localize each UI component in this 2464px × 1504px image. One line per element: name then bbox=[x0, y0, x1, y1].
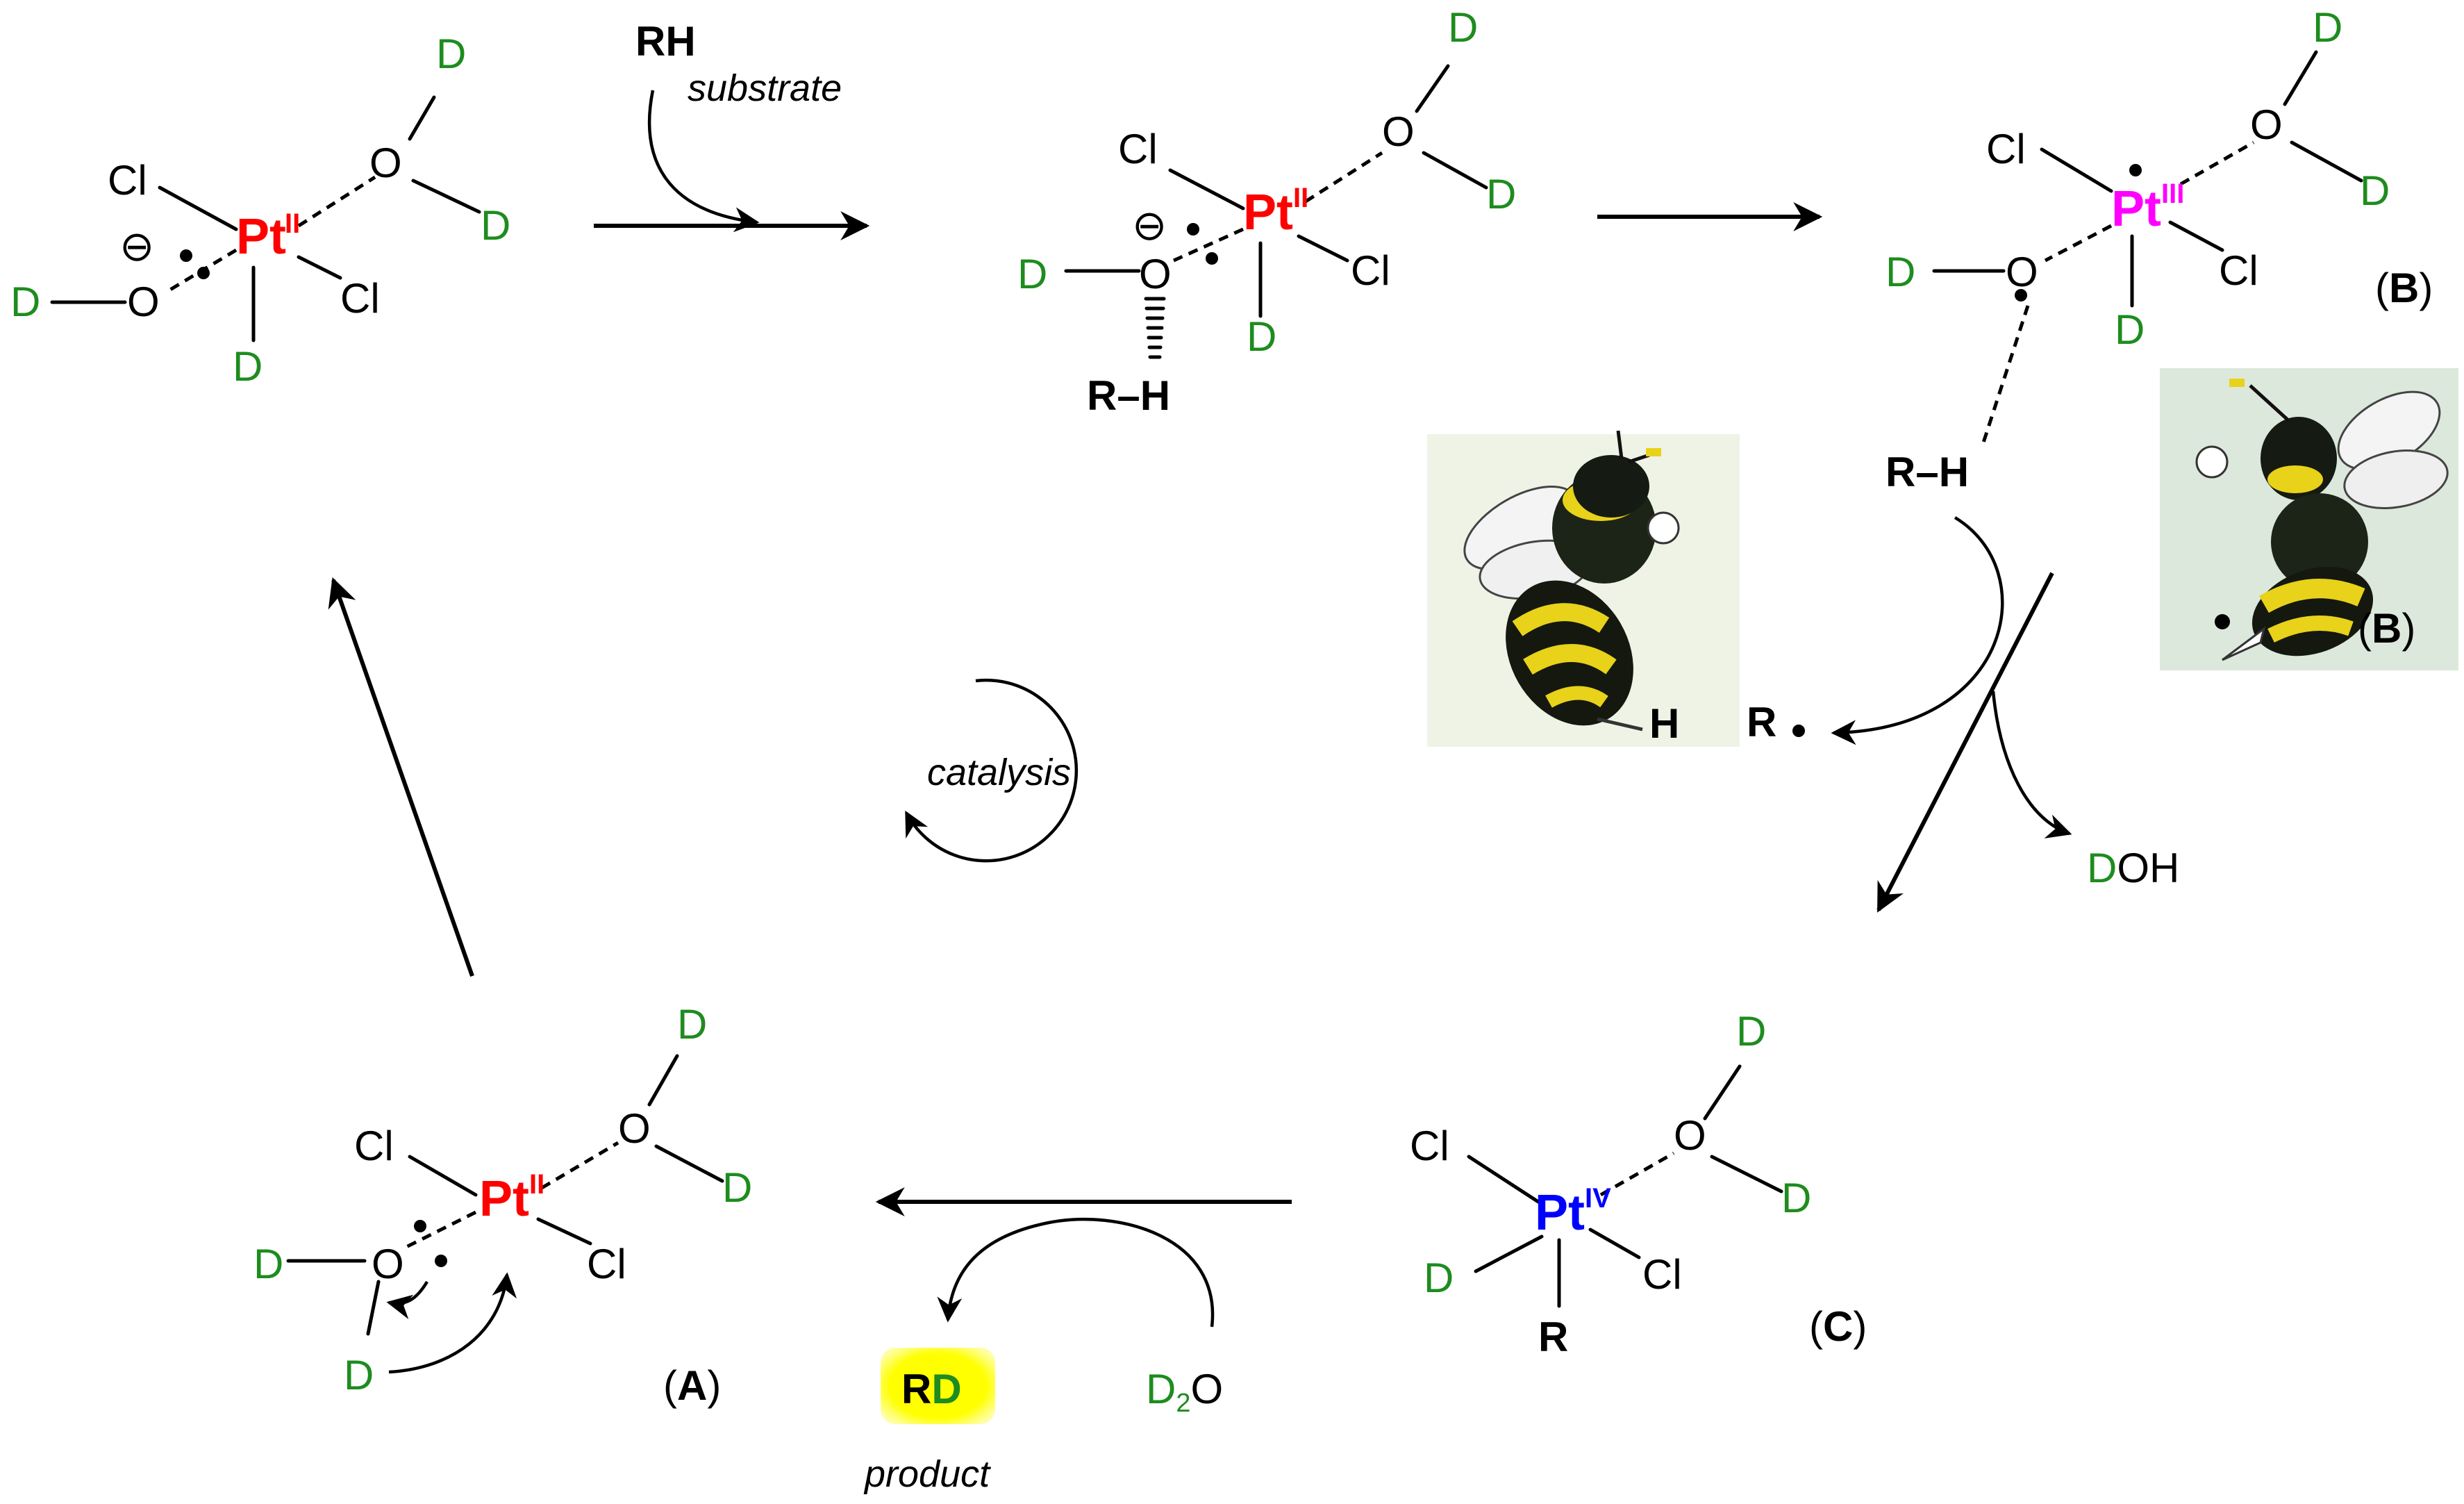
complex-label-a: (A) bbox=[663, 1362, 721, 1409]
water-byproduct: DOH bbox=[2087, 845, 2179, 891]
deuterium-atom: D bbox=[2087, 845, 2117, 891]
reductive-elimination-arrow: D2O RD product bbox=[863, 1187, 1292, 1495]
product-formula: RD bbox=[901, 1366, 962, 1412]
deuterium-atom: D bbox=[253, 1241, 283, 1287]
substrate-label: substrate bbox=[688, 67, 842, 109]
chloride-ligand: Cl bbox=[108, 157, 147, 204]
oxygen-atom: O bbox=[1382, 108, 1415, 155]
chloride-ligand: Cl bbox=[2219, 247, 2258, 294]
subscript: 2 bbox=[1176, 1389, 1190, 1418]
oxygen-atom: O bbox=[1674, 1112, 1706, 1159]
catalysis-label: catalysis bbox=[927, 752, 1071, 793]
substrate-addition-arrow: RH substrate bbox=[594, 18, 870, 240]
deuterium-atom: D bbox=[1146, 1366, 1176, 1412]
alkyl-ligand: R bbox=[1538, 1314, 1568, 1360]
oxygen-atom: O bbox=[1139, 251, 1172, 297]
hydroxide-group: OH bbox=[2117, 845, 2179, 891]
deuterium-atom: D bbox=[436, 31, 466, 77]
oxidation-state: II bbox=[1293, 183, 1308, 213]
alkyl-group: R bbox=[901, 1366, 931, 1412]
negative-charge: ⊖ bbox=[1132, 202, 1167, 249]
substrate-bond: R–H bbox=[1886, 449, 1969, 495]
complex-label-c: (C) bbox=[1809, 1303, 1867, 1350]
regeneration-arrow bbox=[328, 577, 474, 977]
deuterium-atom: D bbox=[1781, 1175, 1811, 1221]
platinum-center: Pt bbox=[236, 209, 286, 265]
complex-a: Cl O D D Pt II Cl O D D (A) bbox=[253, 1001, 752, 1409]
platinum-center: Pt bbox=[479, 1171, 529, 1227]
chloride-ligand: Cl bbox=[1118, 126, 1158, 172]
chloride-ligand: Cl bbox=[354, 1123, 394, 1169]
abstracted-hydrogen: H bbox=[1649, 700, 1679, 747]
negative-charge: ⊖ bbox=[119, 223, 154, 270]
chloride-ligand: Cl bbox=[1410, 1123, 1449, 1169]
complex-b: Cl O D D Pt III Cl D O D R–H (B) bbox=[1886, 4, 2433, 495]
complex-label-b: (B) bbox=[2375, 265, 2433, 311]
deuterium-atom: D bbox=[677, 1001, 707, 1048]
chloride-ligand: Cl bbox=[1642, 1251, 1682, 1298]
chloride-ligand: Cl bbox=[1351, 247, 1390, 294]
oxygen-atom: O bbox=[369, 140, 402, 186]
alkyl-radical: R bbox=[1747, 699, 1776, 745]
deuterium-atom: D bbox=[1424, 1255, 1454, 1301]
chloride-ligand: Cl bbox=[340, 275, 380, 322]
deuterium-atom: D bbox=[2115, 306, 2145, 353]
complex-label-b: (B) bbox=[2358, 605, 2415, 652]
oxygen-atom: O bbox=[1190, 1366, 1223, 1412]
deuterium-atom: D bbox=[931, 1366, 961, 1412]
wasp-mascot-icon bbox=[1463, 430, 1680, 732]
deuterium-atom: D bbox=[1736, 1008, 1766, 1055]
substrate-formula: RH bbox=[635, 18, 696, 65]
label-letter: B bbox=[2389, 265, 2419, 311]
oxygen-atom: O bbox=[127, 279, 160, 325]
oxidation-state: II bbox=[285, 208, 300, 239]
heavy-water: D2O bbox=[1146, 1366, 1223, 1418]
wasp-illustration-2: (B) bbox=[2160, 368, 2458, 670]
substrate-bond: R–H bbox=[1087, 372, 1170, 419]
deuterium-atom: D bbox=[1486, 171, 1516, 217]
oxidation-state: IV bbox=[1585, 1183, 1611, 1214]
platinum-center: Pt bbox=[2111, 181, 2161, 237]
deuterium-atom: D bbox=[2313, 4, 2342, 51]
platinum-center: Pt bbox=[1243, 185, 1293, 240]
catalysis-cycle-indicator: catalysis bbox=[905, 678, 1079, 863]
wasp-mascot-icon bbox=[2195, 379, 2449, 661]
complex-start: Cl O D D Pt II Cl D O D ⊖ bbox=[10, 31, 510, 390]
deuterium-atom: D bbox=[2360, 167, 2390, 214]
deuterium-atom: D bbox=[1448, 4, 1478, 51]
oxidation-state: II bbox=[529, 1169, 544, 1200]
platinum-center: Pt bbox=[1535, 1185, 1585, 1241]
oxidation-state: III bbox=[2161, 179, 2184, 209]
deuterium-atom: D bbox=[233, 343, 263, 390]
deuterium-atom: D bbox=[722, 1164, 752, 1211]
product-label: product bbox=[863, 1453, 991, 1495]
hashed-bond bbox=[1144, 297, 1166, 359]
wasp-illustration-1: H bbox=[1427, 430, 1740, 747]
deuterium-atom: D bbox=[1017, 251, 1047, 297]
complex-substrate-bound: Cl O D D Pt II Cl D O D ⊖ R–H bbox=[1017, 4, 1516, 419]
oxygen-atom: O bbox=[372, 1241, 404, 1287]
oxygen-atom: O bbox=[618, 1105, 651, 1152]
chloride-ligand: Cl bbox=[1986, 126, 2026, 172]
label-letter: A bbox=[677, 1362, 707, 1409]
radical-abstraction: R DOH bbox=[1747, 516, 2179, 913]
deuterium-atom: D bbox=[1247, 313, 1276, 360]
label-letter: B bbox=[2372, 605, 2401, 652]
chloride-ligand: Cl bbox=[587, 1241, 626, 1287]
deuterium-atom: D bbox=[10, 279, 40, 325]
oxygen-atom: O bbox=[2006, 249, 2038, 295]
product-highlight bbox=[881, 1348, 995, 1424]
deuterium-atom: D bbox=[481, 202, 510, 249]
label-letter: C bbox=[1823, 1303, 1853, 1350]
deuterium-atom: D bbox=[344, 1352, 374, 1398]
deuterium-atom: D bbox=[1886, 249, 1915, 295]
complex-c: Cl O D D Pt IV Cl D R (C) bbox=[1410, 1008, 1867, 1360]
oxygen-atom: O bbox=[2250, 101, 2283, 148]
